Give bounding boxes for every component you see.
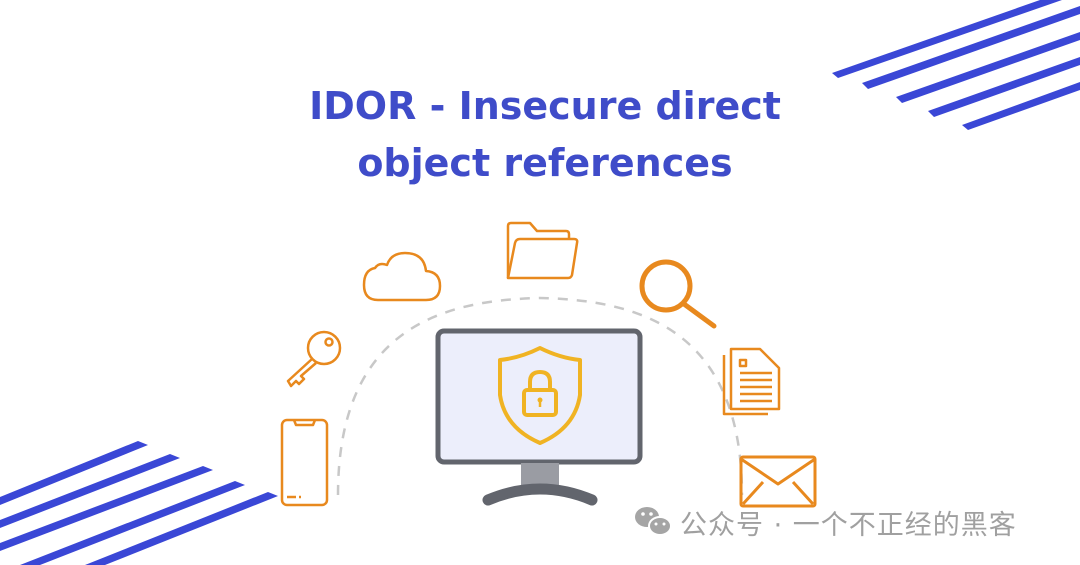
search-icon xyxy=(639,259,717,329)
decorative-stripes-bottom-left xyxy=(0,441,278,565)
cloud-icon xyxy=(362,251,442,302)
shield-lock-icon xyxy=(498,346,582,445)
phone-icon xyxy=(280,418,329,507)
title-line-2: object references xyxy=(357,141,733,185)
watermark-text: 公众号 · 一个不正经的黑客 xyxy=(680,509,1017,541)
folder-icon xyxy=(506,221,579,280)
wechat-icon xyxy=(635,507,672,536)
monitor-icon xyxy=(435,328,643,506)
dashed-orbit-arc xyxy=(336,296,744,496)
watermark: 公众号 · 一个不正经的黑客 xyxy=(680,502,1017,542)
key-icon xyxy=(286,330,342,388)
decorative-stripes-top-right xyxy=(832,0,1080,130)
mail-icon xyxy=(739,455,817,508)
document-icon xyxy=(722,347,781,416)
title-line-1: IDOR - Insecure direct xyxy=(309,84,781,128)
page-title: IDOR - Insecure direct object references xyxy=(0,78,1080,192)
